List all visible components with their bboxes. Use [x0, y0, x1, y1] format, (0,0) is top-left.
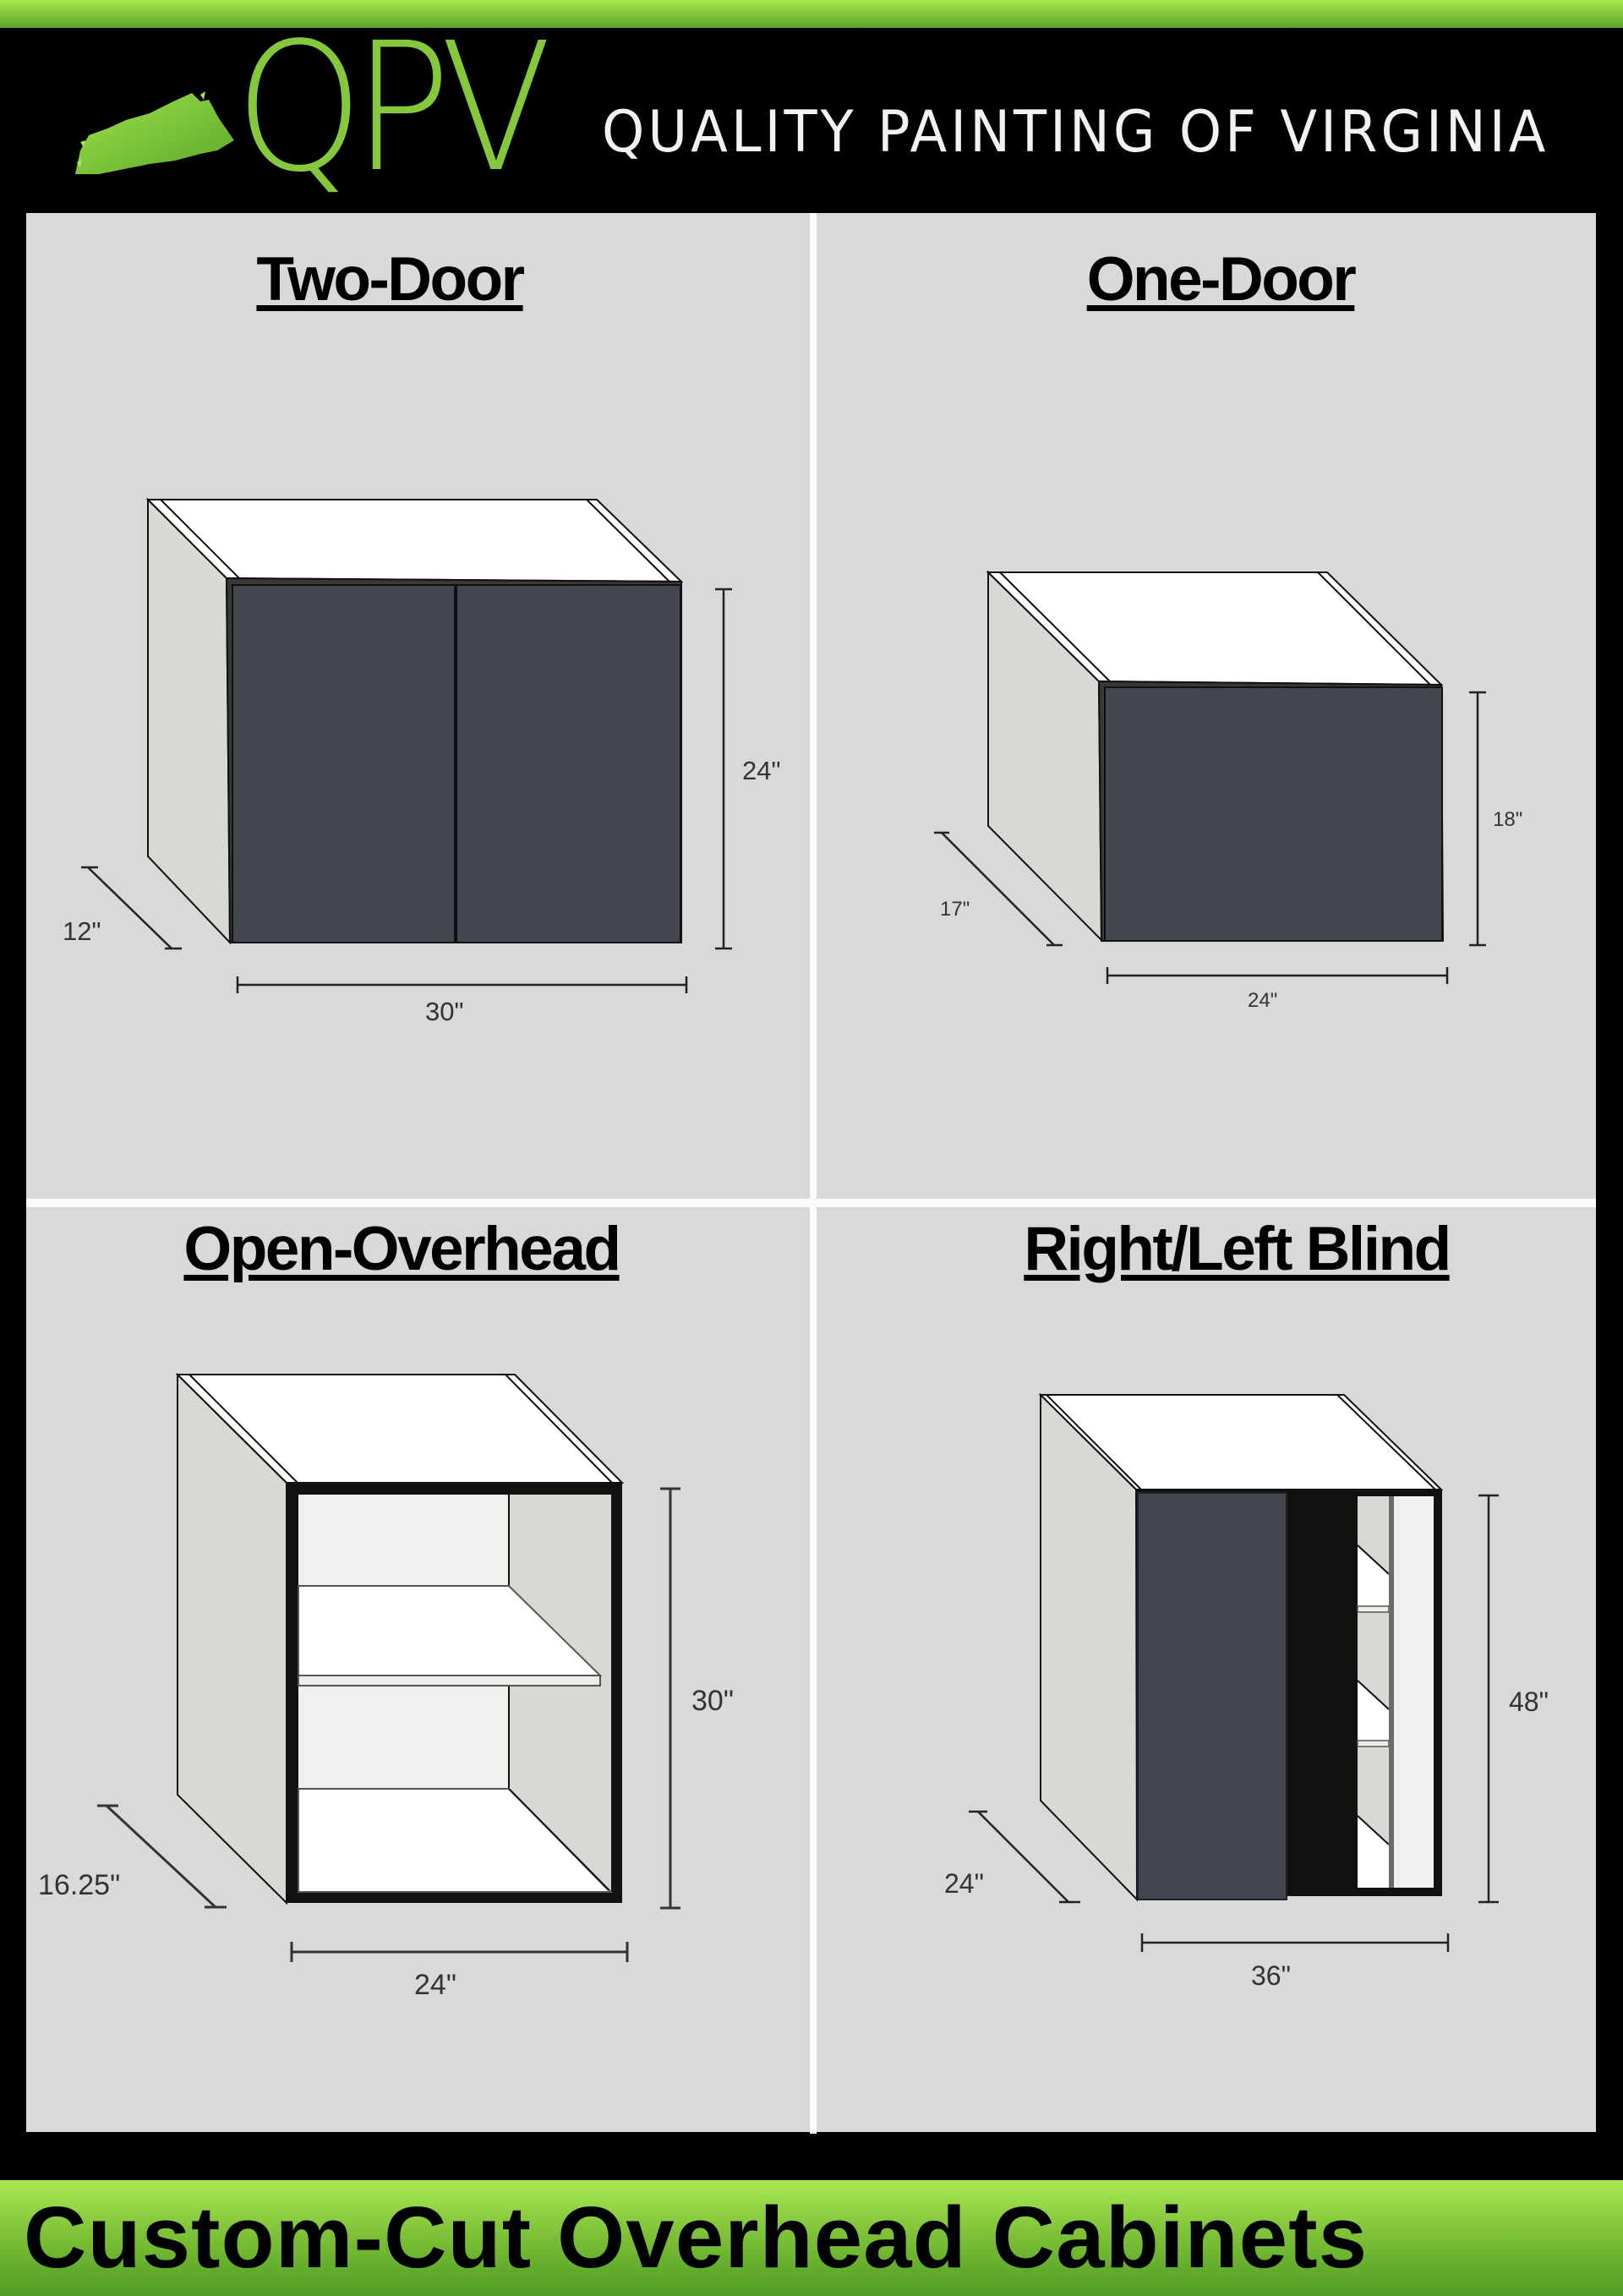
footer-banner [0, 2180, 1623, 2296]
open-overhead-width-label: 24" [414, 1969, 456, 2001]
blind-height-label: 48" [1509, 1686, 1549, 1717]
paint-brush-stroke-icon [75, 91, 234, 174]
blind-width-label: 36" [1251, 1960, 1291, 1991]
panel-title-one-door: One-Door [1086, 245, 1357, 314]
company-tagline: QUALITY PAINTING OF VIRGINIA [602, 99, 1549, 166]
two-door-depth-label: 12" [63, 916, 101, 946]
vertical-divider [810, 213, 817, 2134]
open-overhead-height-label: 30" [691, 1685, 734, 1717]
one-door-width-label: 24" [1248, 989, 1277, 1012]
two-door-cabinet-illustration [81, 497, 732, 993]
one-door-depth-label: 17" [940, 898, 970, 921]
two-door-width-label: 30" [425, 997, 464, 1026]
blind-depth-label: 24" [944, 1868, 984, 1899]
blind-cabinet-illustration [969, 1392, 1499, 1952]
top-accent-bar [0, 0, 1623, 28]
open-overhead-cabinet-illustration [97, 1372, 680, 1962]
header [0, 28, 1623, 213]
one-door-cabinet-illustration [934, 570, 1486, 984]
footer-title: Custom-Cut Overhead Cabinets [24, 2189, 1369, 2286]
one-door-height-label: 18" [1493, 808, 1522, 831]
two-door-height-label: 24" [742, 756, 781, 785]
logo-wordmark: QPV [235, 4, 552, 211]
panel-title-right-left-blind: Right/Left Blind [1024, 1215, 1451, 1283]
horizontal-divider [26, 1199, 1596, 1207]
open-overhead-depth-label: 16.25" [38, 1869, 120, 1901]
panel-title-two-door: Two-Door [256, 245, 525, 314]
panel-title-open-overhead: Open-Overhead [183, 1215, 621, 1283]
